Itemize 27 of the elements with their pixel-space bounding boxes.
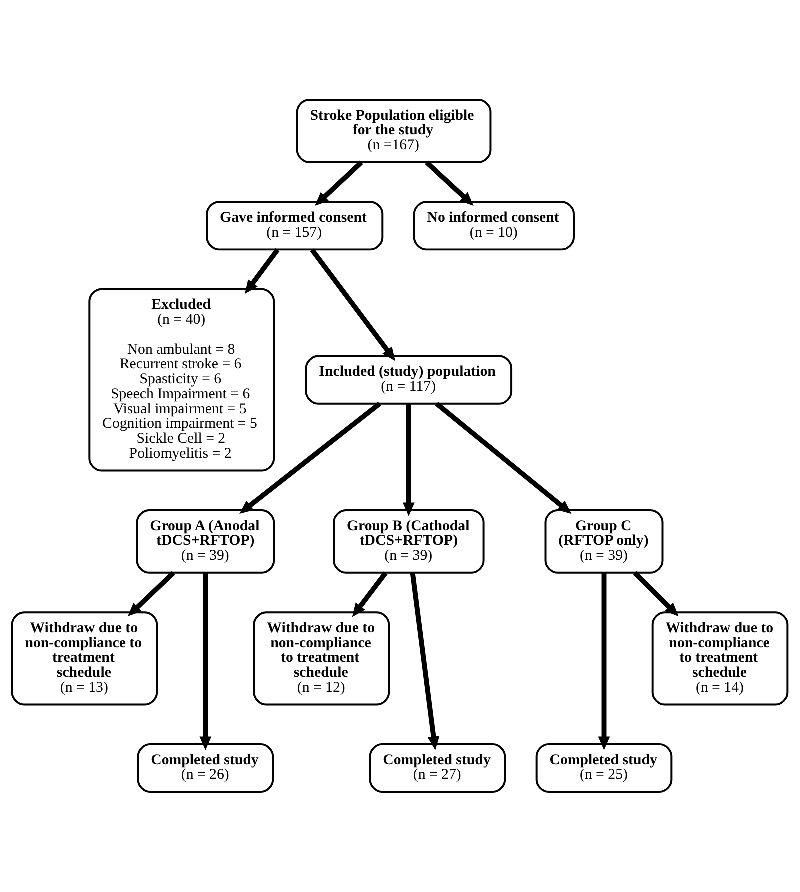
arrow — [310, 248, 396, 362]
arrow — [315, 160, 364, 206]
node-box: No informed consent (n = 10) — [413, 201, 575, 251]
node-box: Stroke Population eligible for the study (n =167) — [296, 98, 492, 164]
node-box: Gave informed consent (n = 157) — [206, 201, 384, 251]
node-box: Completed study (n = 26) — [137, 743, 274, 794]
arrow — [240, 402, 382, 514]
arrow — [352, 572, 388, 618]
arrow — [244, 248, 280, 294]
node-box: Withdraw due to non-compliance to treatment schedule (n = 14) — [652, 612, 789, 706]
node-box: Group B (Cathodal tDCS+RFTOP) (n = 39) — [333, 509, 485, 574]
node-box: Withdraw due to non-compliance to treatment schedule (n = 13) — [11, 612, 158, 706]
node-box: Group C (RFTOP only) (n = 39) — [544, 509, 664, 574]
node-box: Included (study) population (n = 117) — [305, 355, 513, 405]
node-box: Withdraw due to non-compliance to treatment schedule (n = 12) — [253, 612, 390, 706]
arrow — [598, 572, 610, 750]
arrow — [200, 572, 212, 750]
arrow — [435, 402, 572, 514]
arrow — [410, 572, 440, 750]
node-box: Completed study (n = 25) — [536, 743, 673, 794]
arrow — [425, 160, 474, 206]
node-box: Completed study (n = 27) — [369, 743, 506, 794]
node-box: Excluded (n = 40) Non ambulant = 8 Recurrent stroke = 6 Spasticity = 6 Speech Impairment = 6 Visual impairment = 5 Cognition impairment = 5 Sickle Cell = 2 Poliomyelitis = 2 — [88, 288, 276, 472]
node-box: Group A (Anodal tDCS+RFTOP) (n = 39) — [136, 509, 276, 574]
arrow — [402, 404, 415, 516]
arrow — [128, 571, 176, 617]
arrow — [633, 571, 679, 617]
